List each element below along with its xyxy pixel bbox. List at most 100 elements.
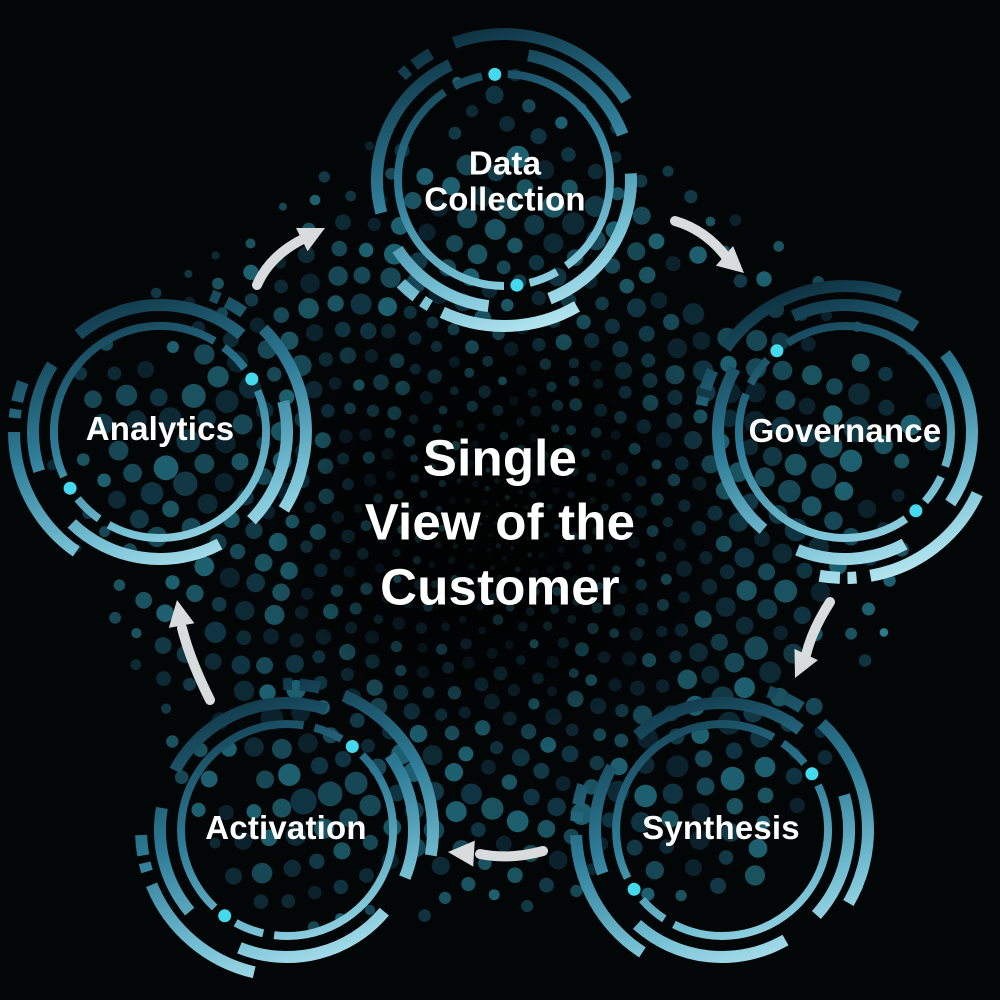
halftone-dot (126, 410, 147, 431)
center-title: Single View of the Customer (260, 427, 740, 620)
halftone-dot (874, 435, 893, 455)
halftone-dot (204, 621, 227, 643)
halftone-dot (194, 453, 215, 474)
halftone-dot (165, 575, 180, 590)
ring-arc (392, 245, 490, 313)
halftone-dot (796, 426, 818, 447)
halftone-dot (225, 867, 243, 885)
halftone-dot (614, 733, 629, 748)
halftone-dot (281, 894, 296, 909)
halftone-dot (290, 788, 317, 815)
halftone-dot (734, 677, 755, 698)
halftone-dot (271, 738, 292, 759)
halftone-dot (211, 597, 227, 612)
halftone-dot (661, 810, 679, 828)
halftone-dot (251, 862, 273, 884)
halftone-dot (667, 338, 688, 359)
halftone-dot (266, 367, 282, 382)
arrow-analytics-to-data-collection (252, 228, 325, 290)
ring-arc (528, 268, 560, 287)
ring-arc (223, 296, 248, 318)
halftone-dot (756, 271, 772, 287)
halftone-dot (344, 771, 368, 795)
accent-dot (805, 767, 819, 781)
halftone-dot (485, 85, 504, 104)
halftone-dot (232, 414, 253, 435)
halftone-dot (839, 449, 863, 472)
halftone-dot (754, 531, 770, 547)
halftone-dot (244, 737, 264, 757)
ring-arc (50, 321, 217, 479)
ring-arc (869, 491, 983, 582)
ring-arc (393, 88, 505, 290)
ring-arc (299, 678, 322, 694)
halftone-dot (484, 218, 506, 240)
halftone-dot (335, 214, 351, 231)
halftone-dot (335, 751, 352, 768)
ring-arc (237, 907, 389, 963)
halftone-dot (548, 850, 568, 870)
halftone-dot (539, 877, 554, 893)
halftone-dot (811, 463, 837, 489)
halftone-dot (744, 411, 767, 433)
ring-arc (8, 431, 80, 557)
halftone-dot (279, 389, 295, 405)
halftone-dot (273, 307, 290, 323)
node-ring-activation (135, 678, 439, 979)
accent-dot (909, 504, 923, 518)
ring-arc (384, 751, 420, 880)
halftone-dot (274, 279, 288, 294)
halftone-dot (845, 627, 857, 640)
halftone-dot (183, 677, 196, 691)
halftone-dot (729, 214, 742, 227)
ring-arc (780, 739, 808, 766)
halftone-dot (218, 804, 234, 821)
ring-arc (547, 173, 637, 305)
halftone-dot (757, 787, 774, 804)
halftone-dot (543, 233, 564, 254)
halftone-dot (817, 750, 833, 765)
halftone-dot (327, 295, 344, 312)
center-shade-circle (259, 282, 739, 762)
halftone-dot (521, 900, 534, 913)
halftone-dot (334, 321, 351, 338)
halftone-dot (648, 233, 665, 250)
ring-arc (278, 488, 299, 513)
halftone-dot (331, 240, 348, 257)
accent-dot (245, 372, 259, 386)
halftone-dot (506, 145, 530, 169)
halftone-dot (589, 755, 605, 771)
halftone-dot (744, 636, 768, 660)
halftone-dot (430, 199, 448, 217)
halftone-dot (364, 141, 375, 151)
halftone-dot (924, 434, 941, 451)
halftone-dot (663, 313, 680, 331)
ring-arc (426, 817, 439, 828)
halftone-dot (260, 829, 278, 847)
halftone-dot (848, 383, 870, 405)
ring-arc (313, 723, 344, 743)
halftone-dot (309, 194, 321, 206)
ring-arc (598, 67, 614, 83)
ring-arc (612, 720, 776, 880)
halftone-dot (233, 680, 255, 701)
ring-arc (208, 289, 222, 305)
halftone-dot (215, 390, 239, 413)
halftone-dot (630, 812, 652, 833)
halftone-dot (253, 894, 269, 909)
halftone-dot (283, 859, 301, 878)
halftone-dot (771, 416, 791, 436)
ring-arc (609, 80, 632, 104)
halftone-dot (438, 891, 452, 905)
halftone-dot (166, 735, 179, 748)
halftone-dot (534, 160, 555, 180)
halftone-dot (160, 703, 172, 714)
halftone-dot (858, 654, 872, 667)
ring-arc (258, 324, 312, 497)
halftone-dot (448, 126, 462, 140)
ring-arc (177, 719, 305, 911)
halftone-dot (775, 390, 796, 410)
halftone-dot (891, 489, 905, 502)
halftone-dot (245, 521, 263, 540)
node-label-synthesis: Synthesis (642, 809, 800, 847)
